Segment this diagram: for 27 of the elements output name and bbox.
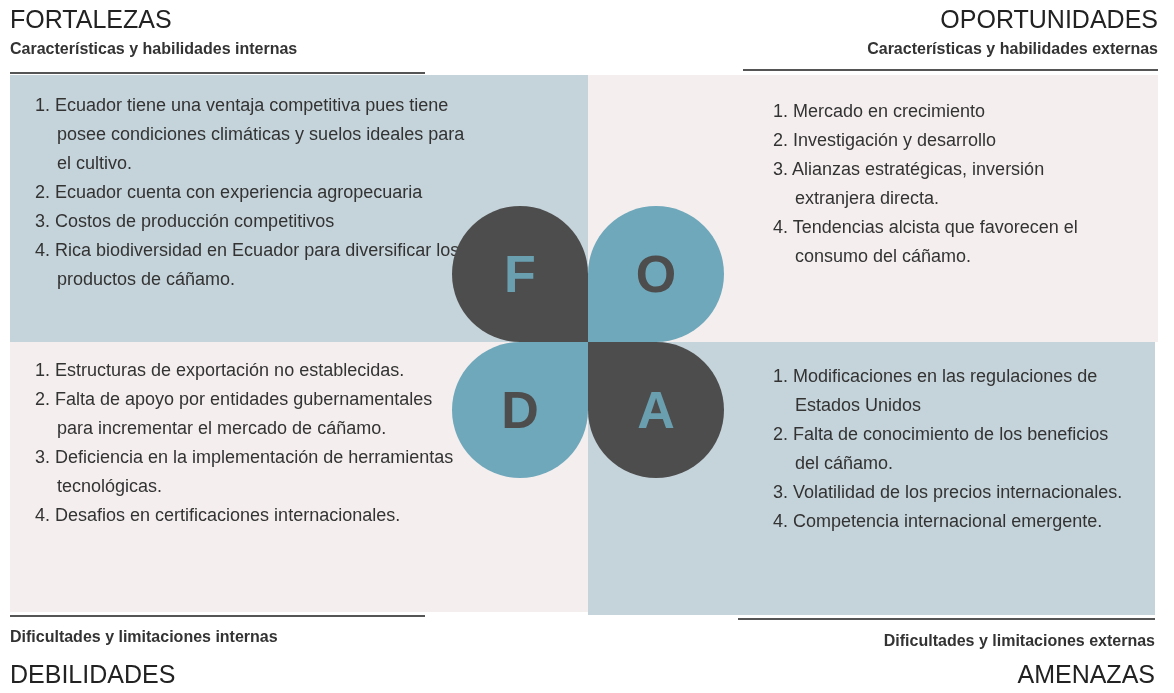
list-item: 3. Alianzas estratégicas, inversión extranjera directa. (773, 158, 1046, 210)
list-item: 4. Tendencias alcista que favorecen el consumo del cáñamo. (773, 216, 1079, 268)
petal-letter: F (504, 244, 536, 304)
list-item: 3. Volatilidad de los precios internacionales. (773, 481, 1123, 504)
list-item: 1. Ecuador tiene una ventaja competitiva pues tiene posee condiciones climáticas y suelos ideales para el cultivo. (35, 94, 466, 175)
list-item: 4. Competencia internacional emergente. (773, 510, 1104, 533)
petal-letter: D (501, 380, 539, 440)
section-subtitle: Dificultades y limitaciones internas (10, 628, 278, 646)
list-item: 1. Mercado en crecimiento (773, 100, 987, 123)
section-heading: DEBILIDADES (10, 660, 176, 689)
list-item: 2. Investigación y desarrollo (773, 129, 998, 152)
list-item: 3. Deficiencia en la implementación de herramientas tecnológicas. (35, 446, 455, 498)
list-item: 1. Modificaciones en las regulaciones de Estados Unidos (773, 365, 1099, 417)
section-subtitle: Características y habilidades externas (867, 40, 1158, 58)
list-item: 2. Falta de conocimiento de los beneficios del cáñamo. (773, 423, 1110, 475)
list-item: 4. Desafios en certificaciones internacionales. (35, 504, 402, 527)
section-subtitle: Dificultades y limitaciones externas (883, 632, 1155, 650)
list-item: 1. Estructuras de exportación no establecidas. (35, 359, 406, 382)
list-item: 2. Ecuador cuenta con experiencia agropecuaria (35, 181, 424, 204)
petal-letter: A (637, 380, 675, 440)
section-heading: OPORTUNIDADES (940, 5, 1158, 34)
section-heading: FORTALEZAS (10, 5, 172, 34)
section-heading: AMENAZAS (1017, 660, 1155, 689)
list-item: 3. Costos de producción competitivos (35, 210, 336, 233)
section-subtitle: Características y habilidades internas (10, 40, 298, 58)
petal-letter: O (635, 244, 677, 304)
list-item: 2. Falta de apoyo por entidades gubernamentales para incrementar el mercado de cáñamo. (35, 388, 434, 440)
